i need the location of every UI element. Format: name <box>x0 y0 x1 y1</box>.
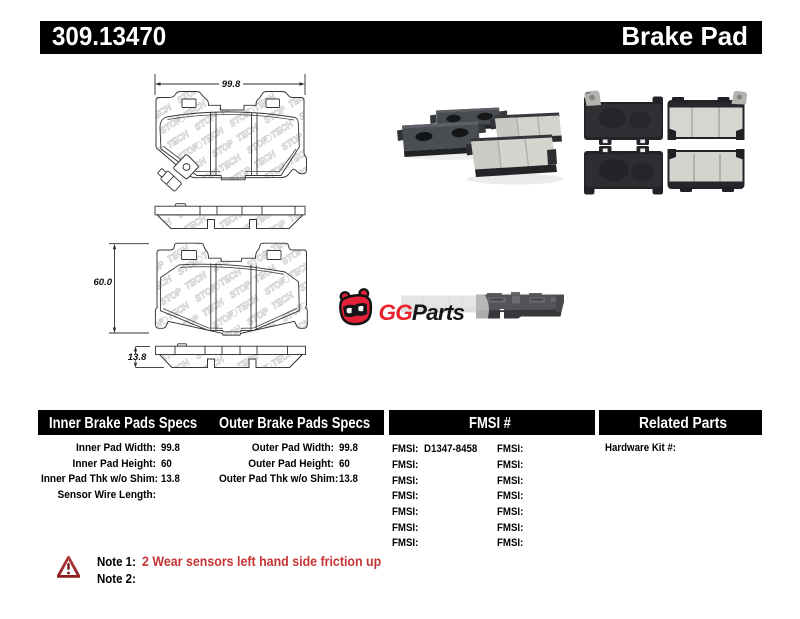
svg-text:GGParts: GGParts <box>379 300 465 325</box>
svg-text:99.8: 99.8 <box>222 79 241 90</box>
svg-text:60.0: 60.0 <box>94 277 113 288</box>
svg-text:13.8: 13.8 <box>128 352 147 363</box>
